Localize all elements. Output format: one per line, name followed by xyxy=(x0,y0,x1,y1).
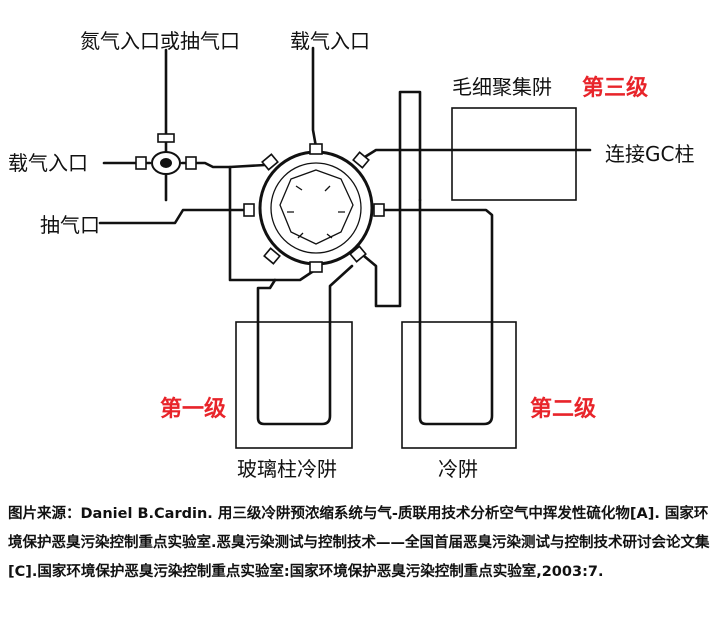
figure-citation: 图片来源：Daniel B.Cardin. 用三级冷阱预浓缩系统与气-质联用技术… xyxy=(8,506,710,580)
label-cold-trap: 冷阱 xyxy=(438,457,478,481)
label-stage-second: 第二级 xyxy=(530,396,596,422)
three-stage-cold-trap-diagram: 氮气入口或抽气口 载气入口 载气入口 抽气口 毛细聚集阱 第三级 连接GC柱 第… xyxy=(8,29,694,481)
four-way-cross-fitting xyxy=(135,133,197,175)
label-stage-first: 第一级 xyxy=(160,396,226,422)
label-nitrogen-or-vacuum-inlet: 氮气入口或抽气口 xyxy=(80,29,240,53)
multi-port-valve xyxy=(243,143,385,273)
label-stage-third: 第三级 xyxy=(582,75,648,101)
label-vacuum-port: 抽气口 xyxy=(40,213,100,237)
dewar-first-stage xyxy=(235,321,353,449)
label-glass-column-cold-trap: 玻璃柱冷阱 xyxy=(237,457,337,481)
label-capillary-trap: 毛细聚集阱 xyxy=(452,75,552,99)
capillary-trap-box xyxy=(451,107,577,201)
label-carrier-gas-inlet-top: 载气入口 xyxy=(290,29,370,53)
label-connect-gc-column: 连接GC柱 xyxy=(605,142,694,166)
label-carrier-gas-inlet-left: 载气入口 xyxy=(8,151,88,175)
